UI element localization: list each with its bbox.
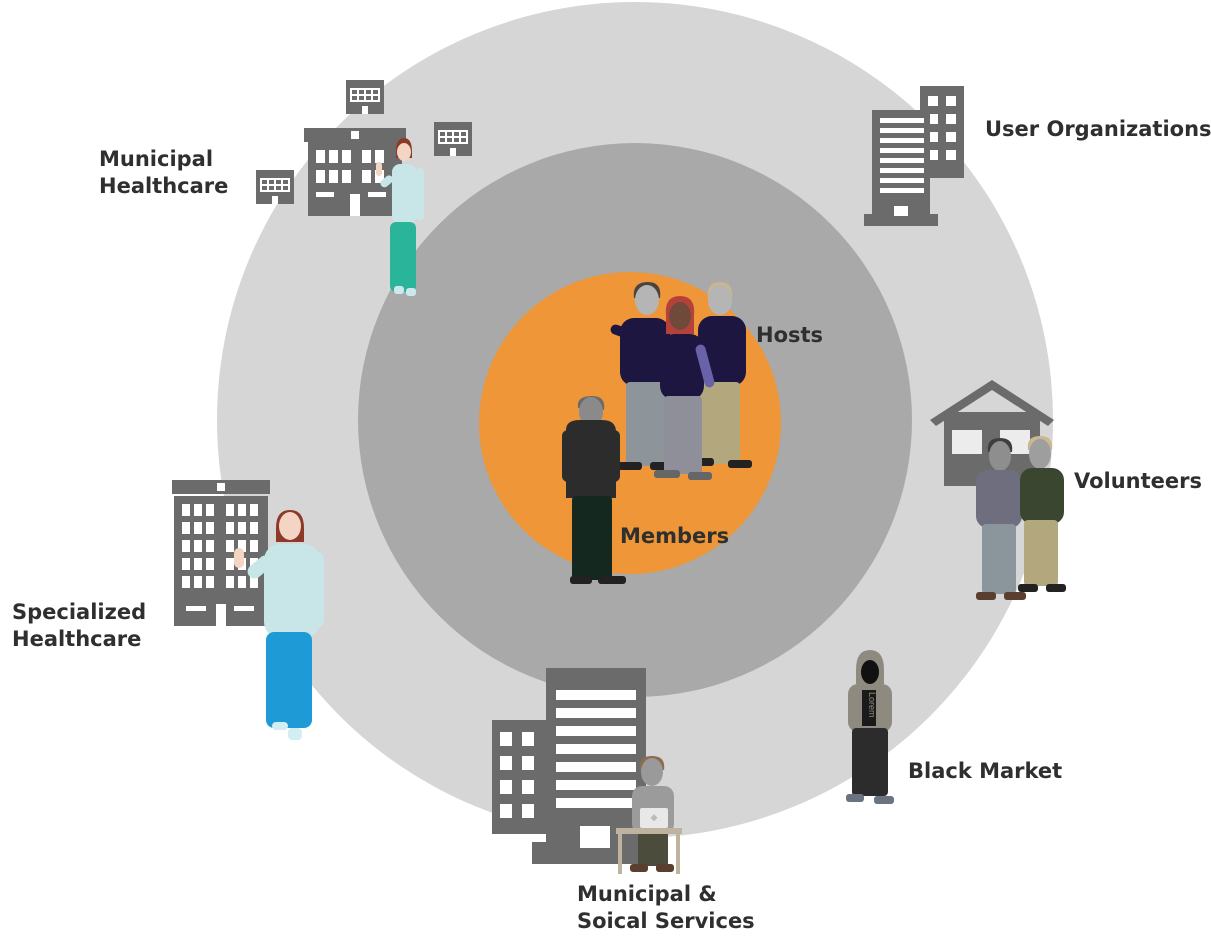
volunteers-figure: [976, 436, 1066, 600]
small-hospital-icon: [434, 122, 472, 156]
municipal-hospital-icon: [304, 128, 406, 216]
label-specialized-healthcare-line1: Specialized: [12, 600, 147, 624]
social-worker-figure: [616, 756, 682, 874]
label-specialized-healthcare-line2: Healthcare: [12, 627, 142, 651]
specialized-hospital-icon: [172, 480, 270, 626]
member-figure: [562, 396, 626, 584]
social-services-building-icon: [492, 668, 658, 864]
label-user-organizations: User Organizations: [985, 117, 1211, 141]
label-municipal-healthcare-line1: Municipal: [99, 147, 214, 171]
label-municipal-healthcare: Municipal Healthcare: [99, 146, 228, 200]
label-hosts: Hosts: [756, 323, 824, 347]
lorem-text: Lorem: [867, 692, 877, 718]
specialized-nurse-figure: [234, 510, 324, 740]
municipal-nurse-figure: [376, 138, 424, 296]
user-organizations-building-icon: [864, 86, 964, 226]
hosts-group-figure: [610, 282, 752, 480]
small-hospital-icon: [346, 80, 384, 114]
label-volunteers: Volunteers: [1074, 469, 1203, 493]
label-municipal-healthcare-line2: Healthcare: [99, 174, 229, 198]
label-municipal-social-line1: Municipal &: [577, 882, 717, 906]
small-hospital-icon: [256, 170, 294, 204]
label-municipal-social-line2: Soical Services: [577, 909, 755, 933]
label-specialized-healthcare: Specialized Healthcare: [12, 599, 146, 653]
black-market-figure: Lorem: [846, 650, 894, 804]
label-municipal-social-services: Municipal & Soical Services: [577, 881, 755, 935]
label-black-market: Black Market: [908, 759, 1063, 783]
label-members: Members: [620, 524, 730, 548]
